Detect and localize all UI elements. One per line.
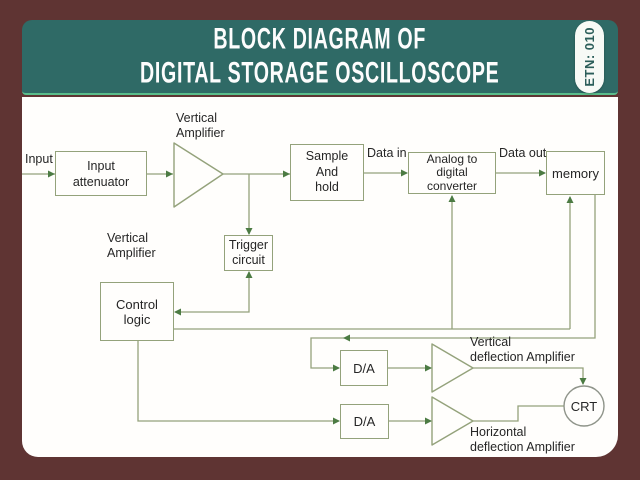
label-input: Input [25,152,53,166]
title-line-1: BLOCK DIAGRAM OF [213,21,427,55]
block-da-converter-1: D/A [340,350,388,386]
block-crt-label: CRT [570,398,598,414]
title-line-2: DIGITAL STORAGE OSCILLOSCOPE [140,55,500,89]
label-vertical-amplifier-top: Vertical Amplifier [176,111,225,140]
etn-badge: ETN: 010 [575,21,604,93]
block-da-converter-2: D/A [340,404,389,439]
title-banner: BLOCK DIAGRAM OF DIGITAL STORAGE OSCILLO… [22,20,618,95]
title-text: BLOCK DIAGRAM OF DIGITAL STORAGE OSCILLO… [140,22,499,92]
etn-badge-text: ETN: 010 [582,27,597,87]
block-memory: memory [546,151,605,195]
label-data-out: Data out [499,146,547,160]
label-vertical-amplifier-mid: Vertical Amplifier [107,231,156,260]
block-trigger-circuit: Trigger circuit [224,235,273,271]
block-control-logic: Control logic [100,282,174,341]
label-vertical-deflection-amplifier: Vertical deflection Amplifier [470,335,575,364]
block-analog-to-digital-converter: Analog to digital converter [408,152,496,194]
label-data-in: Data in [367,146,407,160]
label-horizontal-deflection-amplifier: Horizontal deflection Amplifier [470,425,575,454]
block-sample-and-hold: Sample And hold [290,144,364,201]
block-input-attenuator: Input attenuator [55,151,147,196]
